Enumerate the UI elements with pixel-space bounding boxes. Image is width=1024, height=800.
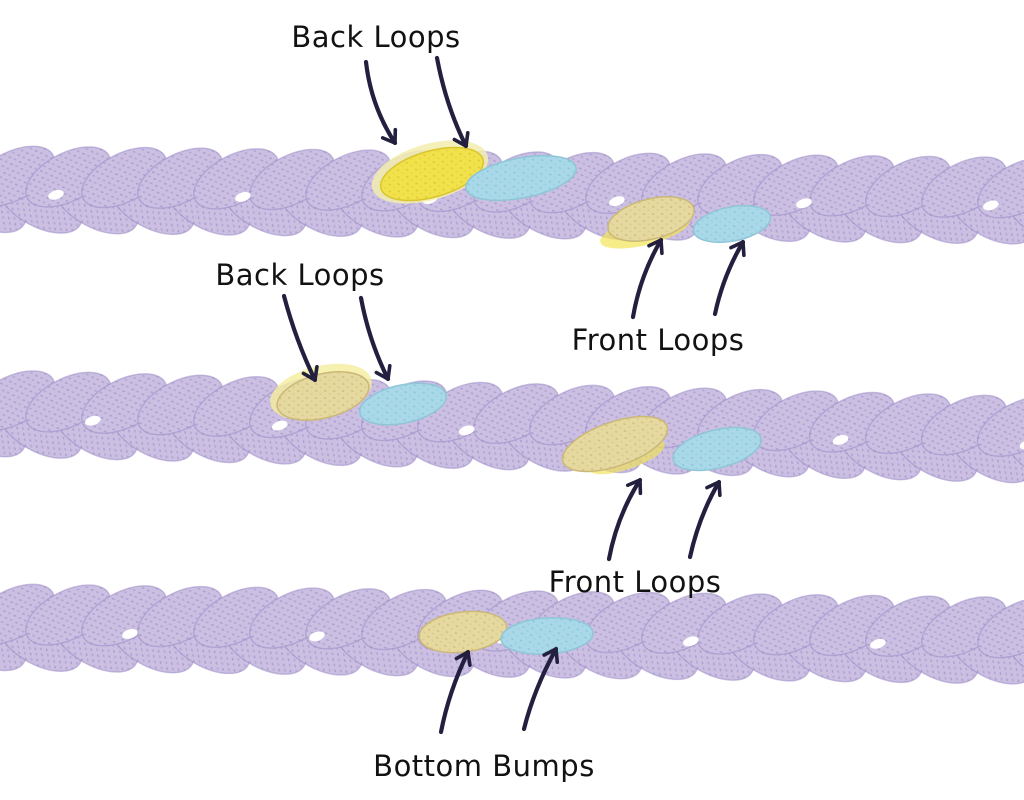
chain-link <box>0 170 27 234</box>
chain-hole <box>683 636 699 647</box>
back-loop-highlight-yellow <box>379 146 485 202</box>
arrow-back-loops-middle-1 <box>281 293 319 383</box>
chain-top-highlights <box>371 140 772 249</box>
arrow-front-loops-middle-1 <box>606 477 643 562</box>
label-front-loops-top: Front Loops <box>572 323 745 357</box>
chain-link <box>0 608 27 672</box>
label-bottom-bumps: Bottom Bumps <box>373 749 595 783</box>
chain-hole <box>832 435 849 445</box>
chain-hole <box>235 192 251 202</box>
chain-hole <box>48 189 64 200</box>
arrow-bottom-bumps-1 <box>438 649 472 735</box>
chain-link <box>977 597 1024 659</box>
chain-link <box>977 157 1024 219</box>
annotation-labels: Back Loops Back Loops Front Loops Front … <box>215 20 744 783</box>
chain-middle-highlights <box>270 363 762 475</box>
arrow-front-loops-top-2 <box>712 239 746 317</box>
chain-hole <box>609 196 625 207</box>
arrow-back-loops-middle-2 <box>358 295 392 382</box>
arrow-back-loops-top-2 <box>434 55 470 149</box>
annotation-arrows <box>281 55 746 735</box>
chain-hole <box>85 415 101 426</box>
chain-hole <box>870 638 886 649</box>
chain-hole <box>122 629 138 639</box>
arrow-back-loops-top-1 <box>363 59 398 146</box>
arrow-front-loops-middle-2 <box>687 479 722 560</box>
back-loop-highlight-blue <box>359 382 447 426</box>
chain-hole <box>309 631 325 642</box>
arrow-front-loops-top-1 <box>630 237 664 320</box>
back-loop-highlight-blue <box>465 154 577 202</box>
chain-hole <box>983 200 999 211</box>
chain-hole <box>271 420 288 431</box>
chain-link <box>976 396 1024 457</box>
label-back-loops-top: Back Loops <box>291 20 460 54</box>
arrow-bottom-bumps-2 <box>521 646 560 732</box>
front-loop-highlight-blue <box>672 426 762 472</box>
front-loop-highlight-tan <box>561 415 669 473</box>
label-front-loops-middle: Front Loops <box>549 565 722 599</box>
chain-row-middle <box>0 370 1024 485</box>
label-back-loops-middle: Back Loops <box>215 258 384 292</box>
chain-hole <box>796 198 812 209</box>
chain-link <box>0 394 27 458</box>
chain-hole <box>458 425 475 436</box>
